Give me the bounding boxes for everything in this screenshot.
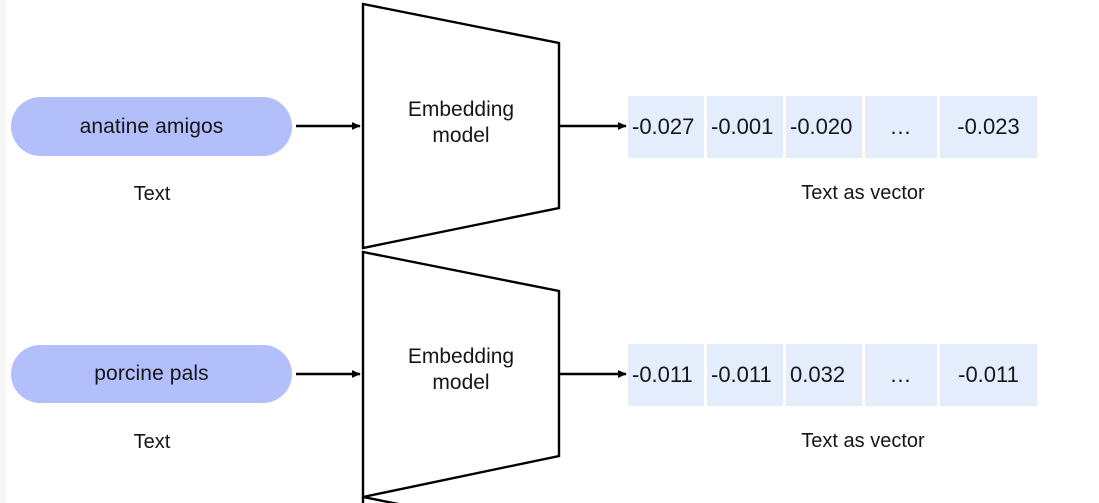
embedding-model-label-2: Embedding model xyxy=(366,344,556,395)
vector-cell-ellipsis: … xyxy=(865,344,937,406)
output-caption-1: Text as vector xyxy=(801,182,925,204)
vector-cell: -0.011 xyxy=(628,344,704,406)
input-caption-1: Text xyxy=(133,183,171,205)
vector-cell: -0.011 xyxy=(940,344,1037,406)
embedding-model-label-line1-1: Embedding xyxy=(407,98,515,121)
input-caption-2: Text xyxy=(133,431,171,453)
vector-row-2: -0.011 -0.011 0.032 … -0.011 xyxy=(628,344,1037,406)
output-caption-2: Text as vector xyxy=(801,430,925,452)
vector-cell: -0.001 xyxy=(707,96,783,158)
vector-cell: -0.020 xyxy=(786,96,862,158)
vector-cell: 0.032 xyxy=(786,344,862,406)
embedding-model-label-1: Embedding model xyxy=(366,97,556,148)
vector-cell-ellipsis: … xyxy=(865,96,937,158)
vector-row-1: -0.027 -0.001 -0.020 … -0.023 xyxy=(628,96,1037,158)
embedding-model-label-line2-1: model xyxy=(432,123,490,147)
input-text-pill-1[interactable]: anatine amigos xyxy=(11,97,292,156)
input-text-label-2: porcine pals xyxy=(94,362,209,385)
vector-cell: -0.023 xyxy=(940,96,1037,158)
vector-cell: -0.027 xyxy=(628,96,704,158)
input-text-pill-2[interactable]: porcine pals xyxy=(11,345,292,403)
embedding-model-label-line1-2: Embedding xyxy=(407,345,515,368)
embedding-model-shape-clipped xyxy=(362,495,400,503)
left-edge-strip xyxy=(0,0,6,503)
vector-cell: -0.011 xyxy=(707,344,783,406)
input-text-label-1: anatine amigos xyxy=(79,114,224,138)
embedding-model-label-line2-2: model xyxy=(432,370,490,394)
